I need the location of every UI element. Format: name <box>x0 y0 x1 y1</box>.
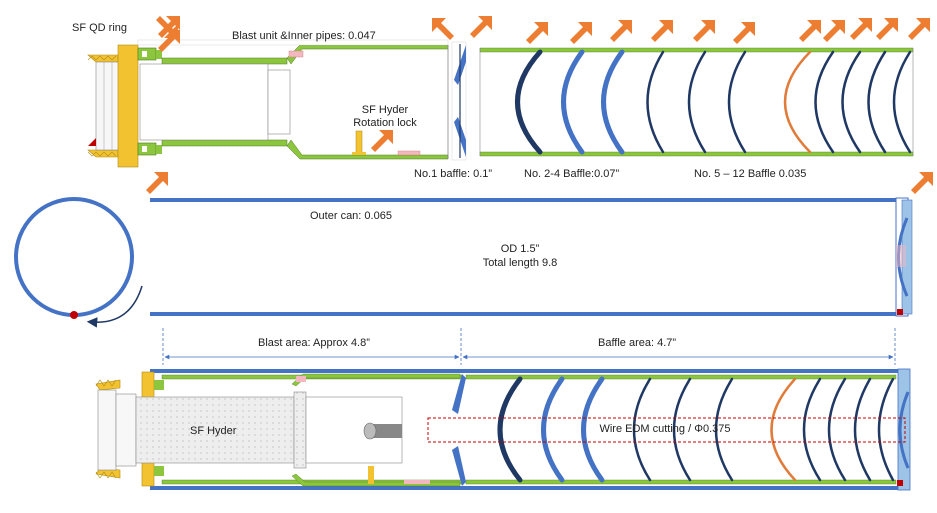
baffle-stack-top <box>479 47 914 157</box>
arrow-pointer-icon <box>470 16 492 38</box>
baffle-1 <box>451 41 467 161</box>
arrow-pointer-icon <box>371 130 393 152</box>
mount-threads <box>87 54 121 158</box>
arrow-pointer-icon <box>651 20 673 42</box>
total-length-label: Total length 9.8 <box>482 257 558 269</box>
wire-edm-box <box>427 417 906 443</box>
hyder-lock-label-2: Rotation lock <box>353 117 417 129</box>
arrow-pointer-icon <box>432 18 454 40</box>
sf-hyder-label: SF Hyder <box>190 425 237 437</box>
blast-unit-assembly <box>87 39 467 168</box>
baffle-area-label: Baffle area: 4.7” <box>598 337 677 349</box>
blast-unit-label: Blast unit &Inner pipes: 0.047 <box>232 30 376 42</box>
arrow-pointer-icon <box>823 20 845 42</box>
arrow-pointer-icon <box>911 172 933 194</box>
arrow-pointer-icon <box>610 20 632 42</box>
arrow-pointer-icon <box>876 18 898 40</box>
arrow-pointer-icon <box>850 18 872 40</box>
arrow-pointer-icon <box>733 22 755 44</box>
arrow-pointer-icon <box>799 20 821 42</box>
arrow-pointer-icon <box>146 172 168 194</box>
qd-ring-label: SF QD ring <box>72 22 128 34</box>
qd-ring <box>117 44 139 168</box>
rotation-lock <box>355 130 363 154</box>
outer-can-label: Outer can: 0.065 <box>310 210 392 222</box>
baffle-2-4-label: No. 2-4 Baffle:0.07” <box>524 168 620 180</box>
full-assembly <box>95 328 911 491</box>
arrow-pointer-icon <box>570 22 592 44</box>
arrow-pointer-icon <box>908 18 930 40</box>
can-cross-section <box>14 197 143 328</box>
hyder-lock-label-1: SF Hyder <box>361 104 409 116</box>
rotation-arrow-icon <box>86 285 143 328</box>
baffle-1-label: No.1 baffle: 0.1” <box>414 168 493 180</box>
arrow-pointer-icon <box>526 22 548 44</box>
od-label: OD 1.5” <box>500 243 540 255</box>
blast-area-label: Blast area: Approx 4.8” <box>258 337 370 349</box>
sf-hyder <box>97 389 403 471</box>
baffle-5-12-label: No. 5 – 12 Baffle 0.035 <box>694 168 807 180</box>
arrow-pointer-icon <box>693 20 715 42</box>
wire-edm-label: Wire EDM cutting / Φ0.375 <box>599 423 731 435</box>
outer-can <box>150 197 913 317</box>
